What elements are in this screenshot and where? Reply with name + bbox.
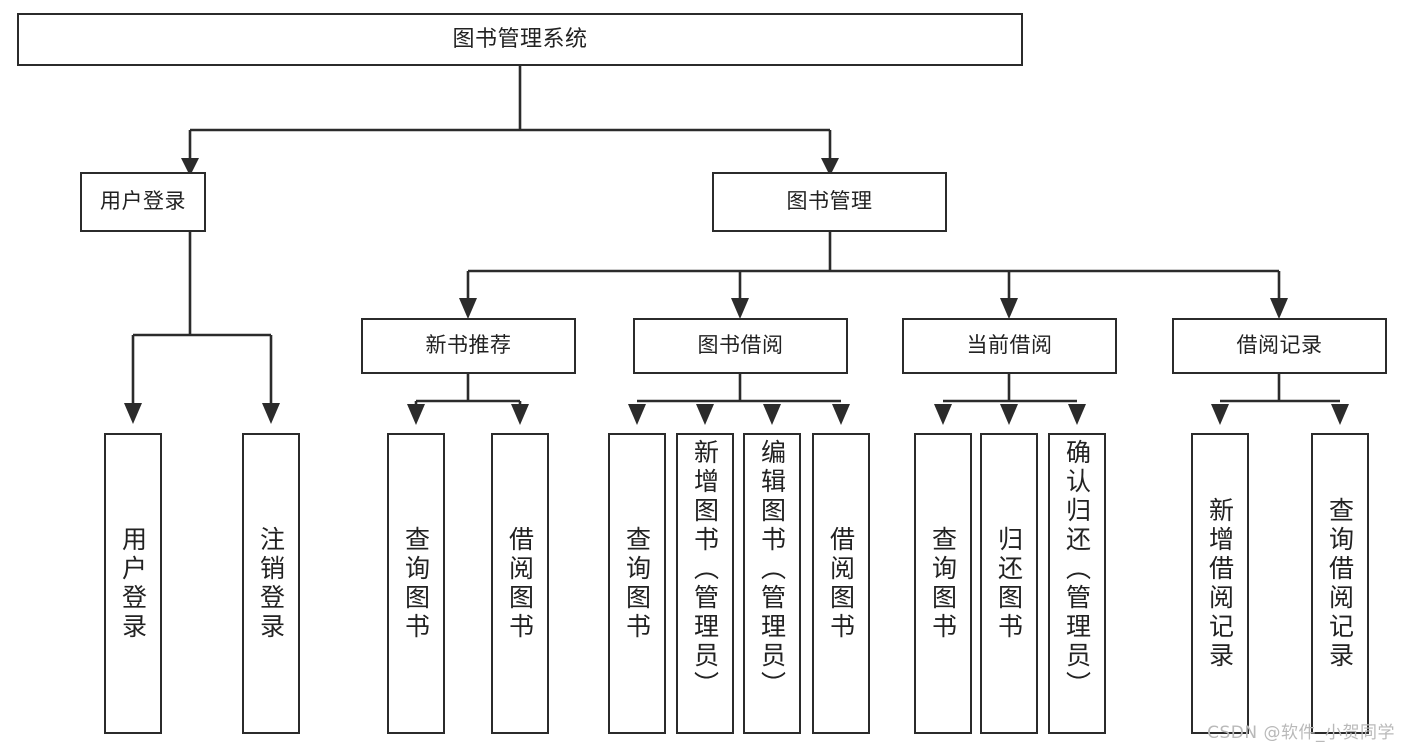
node-leaf-user-login[interactable]: 用户登录: [104, 433, 162, 734]
arrow-bb-leaf1: [628, 404, 646, 425]
node-new-book-rec-label: 新书推荐: [425, 333, 512, 358]
node-leaf-query-book-2[interactable]: 查询图书: [608, 433, 666, 734]
node-root[interactable]: 图书管理系统: [17, 13, 1023, 66]
node-leaf-query-book-1[interactable]: 查询图书: [387, 433, 445, 734]
arrow-br-leaf2: [1331, 404, 1349, 425]
node-leaf-logout-label: 注销登录: [256, 525, 286, 642]
arrow-user-login-leaf1: [124, 403, 142, 424]
node-leaf-query-book-3-label: 查询图书: [928, 525, 958, 642]
node-leaf-borrow-book-2[interactable]: 借阅图书: [812, 433, 870, 734]
node-leaf-query-book-1-label: 查询图书: [401, 525, 431, 642]
node-book-borrow[interactable]: 图书借阅: [633, 318, 848, 374]
node-book-borrow-label: 图书借阅: [697, 333, 784, 358]
node-leaf-confirm-return[interactable]: 确认归还（管理员）: [1048, 433, 1106, 734]
arrow-bb-leaf3: [763, 404, 781, 425]
node-leaf-borrow-book-1-label: 借阅图书: [505, 525, 535, 642]
node-leaf-edit-book[interactable]: 编辑图书（管理员）: [743, 433, 801, 734]
arrow-nbr-leaf2: [511, 404, 529, 425]
arrow-bb-leaf4: [832, 404, 850, 425]
csdn-watermark: CSDN @软件_小贺同学: [1207, 723, 1395, 743]
node-leaf-query-record[interactable]: 查询借阅记录: [1311, 433, 1369, 734]
node-leaf-add-book-label: 新增图书（管理员）: [690, 439, 720, 700]
node-book-manage[interactable]: 图书管理: [712, 172, 947, 232]
node-leaf-edit-book-label: 编辑图书（管理员）: [757, 439, 787, 700]
node-borrow-record-label: 借阅记录: [1236, 333, 1323, 358]
node-leaf-query-record-label: 查询借阅记录: [1325, 496, 1355, 671]
node-leaf-return-book-label: 归还图书: [994, 525, 1024, 642]
node-leaf-add-record-label: 新增借阅记录: [1205, 496, 1235, 671]
arrow-bm-to-new-book-rec: [459, 298, 477, 319]
node-leaf-query-book-3[interactable]: 查询图书: [914, 433, 972, 734]
node-leaf-return-book[interactable]: 归还图书: [980, 433, 1038, 734]
node-leaf-add-book[interactable]: 新增图书（管理员）: [676, 433, 734, 734]
node-leaf-query-book-2-label: 查询图书: [622, 525, 652, 642]
node-current-borrow[interactable]: 当前借阅: [902, 318, 1117, 374]
arrow-cb-leaf3: [1068, 404, 1086, 425]
arrow-bm-to-current-borrow: [1000, 298, 1018, 319]
node-borrow-record[interactable]: 借阅记录: [1172, 318, 1387, 374]
node-leaf-add-record[interactable]: 新增借阅记录: [1191, 433, 1249, 734]
node-leaf-confirm-return-label: 确认归还（管理员）: [1062, 439, 1092, 700]
arrow-br-leaf1: [1211, 404, 1229, 425]
node-leaf-user-login-label: 用户登录: [118, 525, 148, 642]
node-new-book-rec[interactable]: 新书推荐: [361, 318, 576, 374]
node-user-login[interactable]: 用户登录: [80, 172, 206, 232]
node-leaf-borrow-book-1[interactable]: 借阅图书: [491, 433, 549, 734]
arrow-user-login-leaf2: [262, 403, 280, 424]
node-user-login-label: 用户登录: [100, 189, 186, 214]
node-leaf-logout[interactable]: 注销登录: [242, 433, 300, 734]
arrow-cb-leaf1: [934, 404, 952, 425]
arrow-bb-leaf2: [696, 404, 714, 425]
arrow-bm-to-book-borrow: [731, 298, 749, 319]
node-current-borrow-label: 当前借阅: [966, 333, 1053, 358]
node-root-label: 图书管理系统: [452, 26, 588, 52]
arrow-nbr-leaf1: [407, 404, 425, 425]
arrow-bm-to-borrow-record: [1270, 298, 1288, 319]
node-book-manage-label: 图书管理: [786, 189, 873, 214]
node-leaf-borrow-book-2-label: 借阅图书: [826, 525, 856, 642]
arrow-cb-leaf2: [1000, 404, 1018, 425]
